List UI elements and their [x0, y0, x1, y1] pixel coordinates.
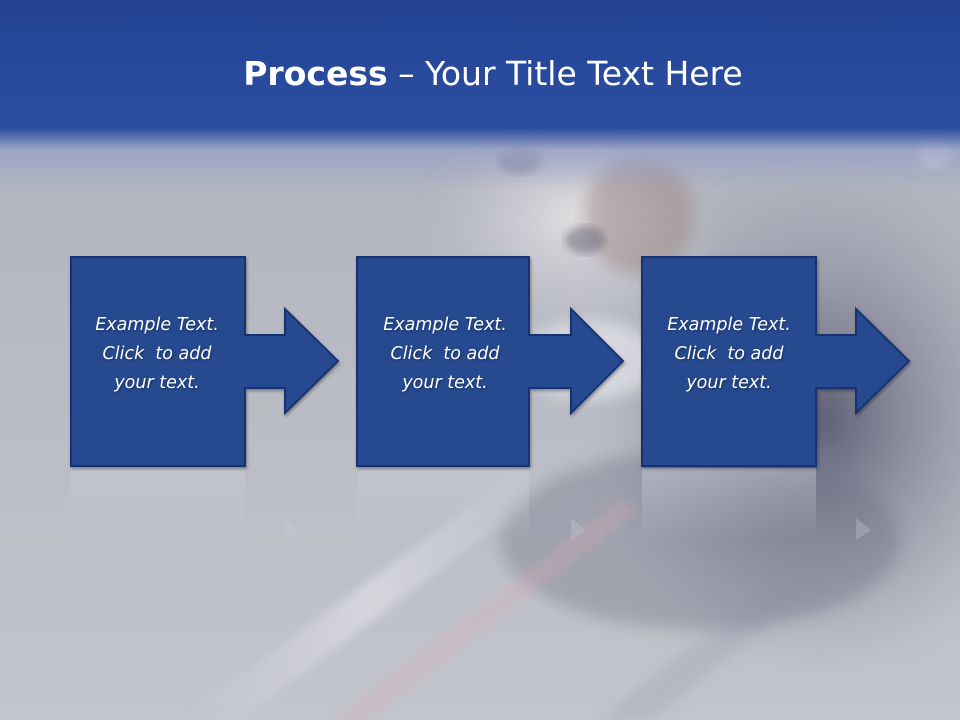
- step-2-line-1: Example Text.: [383, 315, 507, 335]
- step-3-line-3: your text.: [686, 373, 772, 393]
- arrow-right-icon: [70, 256, 340, 467]
- step-2-line-2: Click to add: [390, 344, 500, 364]
- title-rest-text: – Your Title Text Here: [387, 54, 743, 93]
- reflection-1: [71, 468, 300, 540]
- step-1-line-1: Example Text.: [95, 315, 219, 335]
- step-3-text[interactable]: Example Text. Click to add your text.: [639, 311, 819, 398]
- step-1-text[interactable]: Example Text. Click to add your text.: [67, 311, 247, 398]
- step-3-line-1: Example Text.: [667, 315, 791, 335]
- step-2-text[interactable]: Example Text. Click to add your text.: [355, 311, 535, 398]
- reflection-3: [642, 468, 871, 540]
- reflection-2: [357, 468, 586, 540]
- arrow-right-icon: [641, 256, 911, 467]
- slide-title: Process – Your Title Text Here: [0, 52, 960, 96]
- process-step-3[interactable]: [641, 256, 911, 467]
- title-bold-text: Process: [243, 54, 388, 93]
- step-1-line-2: Click to add: [102, 344, 212, 364]
- title-band: [0, 0, 960, 190]
- process-step-1[interactable]: [70, 256, 340, 467]
- step-1-line-3: your text.: [114, 373, 200, 393]
- step-3-line-2: Click to add: [674, 344, 784, 364]
- arrow-right-icon: [356, 256, 625, 467]
- process-diagram: [70, 256, 911, 540]
- step-2-line-3: your text.: [402, 373, 488, 393]
- process-step-2[interactable]: [356, 256, 625, 467]
